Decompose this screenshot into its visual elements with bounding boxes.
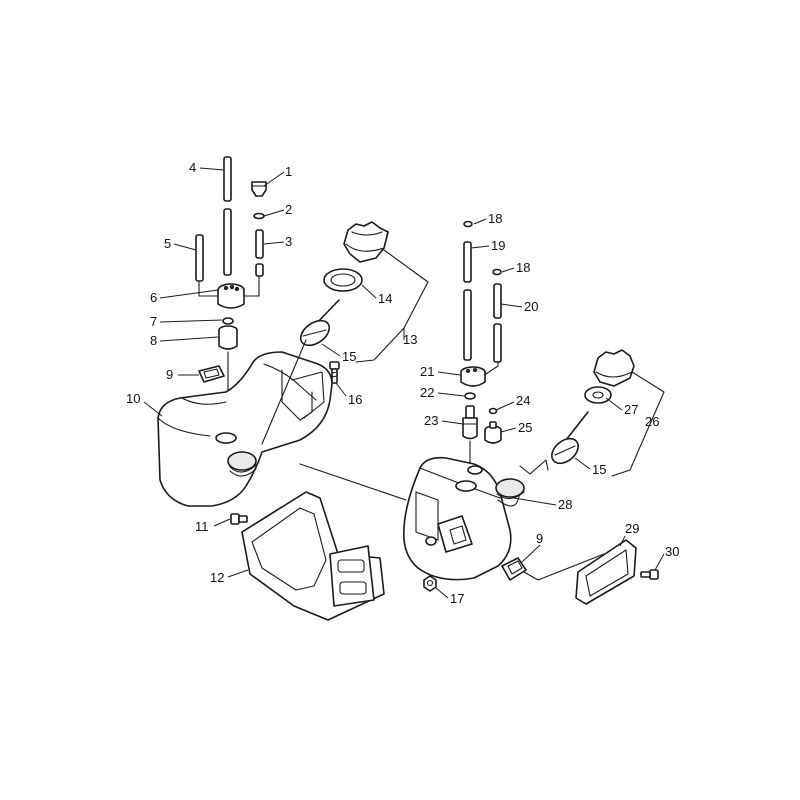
- callout-27: 27: [624, 402, 638, 417]
- part-1-plug: [251, 181, 267, 197]
- callout-17: 17: [450, 591, 464, 606]
- part-25-fitting: [484, 421, 502, 444]
- part-18-cap-second: [492, 268, 502, 276]
- callout-5: 5: [164, 236, 171, 251]
- part-11-screw: [230, 513, 248, 525]
- callout-30: 30: [665, 544, 679, 559]
- callout-22: 22: [420, 385, 434, 400]
- callout-11: 11: [195, 519, 209, 534]
- callout-25: 25: [518, 420, 532, 435]
- part-28-filler-neck: [495, 478, 525, 500]
- part-10-fuel-tank-left: [157, 351, 333, 507]
- callout-3: 3: [285, 234, 292, 249]
- part-26-fuel-cap: [593, 349, 635, 387]
- part-10-filler-neck: [227, 451, 257, 477]
- part-21-grommet: [460, 366, 486, 387]
- part-5-pipe: [195, 234, 204, 282]
- callout-8: 8: [150, 333, 157, 348]
- part-13-fuel-cap: [343, 221, 389, 263]
- callout-18-second: 18: [516, 260, 530, 275]
- part-2-o-ring: [253, 212, 265, 220]
- callout-10: 10: [126, 391, 140, 406]
- part-3-short-pipe: [255, 229, 264, 277]
- part-15-strainer-left: [261, 299, 340, 445]
- part-22-ring: [464, 392, 476, 400]
- callout-15-left: 15: [342, 349, 356, 364]
- part-9-pad-left: [198, 365, 225, 383]
- callout-29: 29: [625, 521, 639, 536]
- callout-1: 1: [285, 164, 292, 179]
- callout-21: 21: [420, 364, 434, 379]
- callout-26: 26: [645, 414, 659, 429]
- callout-13: 13: [403, 332, 417, 347]
- part-15-strainer-right: [551, 411, 589, 465]
- part-7-ring: [222, 317, 234, 325]
- callout-20: 20: [524, 299, 538, 314]
- part-27-gasket: [584, 386, 612, 404]
- part-9-pad-right: [501, 557, 527, 581]
- callout-12: 12: [210, 570, 224, 585]
- callout-16: 16: [348, 392, 362, 407]
- part-6-grommet: [217, 283, 245, 309]
- part-24-ring: [488, 407, 498, 415]
- part-18-cap-top: [463, 220, 473, 228]
- callout-9-right: 9: [536, 531, 543, 546]
- callout-15-right: 15: [592, 462, 606, 477]
- part-23-valve: [462, 405, 478, 440]
- part-20-pipe: [493, 283, 502, 363]
- callout-24: 24: [516, 393, 530, 408]
- part-30-bolt: [640, 569, 659, 580]
- part-28-fuel-tank-right: [403, 456, 523, 581]
- part-8-filter: [218, 325, 238, 350]
- callout-9-left: 9: [166, 367, 173, 382]
- callout-4: 4: [189, 160, 196, 175]
- callout-7: 7: [150, 314, 157, 329]
- part-19-long-pipe: [463, 241, 472, 361]
- part-16-bolt: [329, 361, 340, 384]
- callout-6: 6: [150, 290, 157, 305]
- part-17-nut: [423, 575, 437, 592]
- callout-2: 2: [285, 202, 292, 217]
- part-4-long-pipe: [223, 156, 232, 276]
- callout-28: 28: [558, 497, 572, 512]
- part-14-gasket: [323, 268, 363, 292]
- part-29-plate: [575, 539, 637, 605]
- callout-19: 19: [491, 238, 505, 253]
- part-12-tank-bracket: [241, 491, 385, 621]
- callout-23: 23: [424, 413, 438, 428]
- callout-18-top: 18: [488, 211, 502, 226]
- callout-14: 14: [378, 291, 392, 306]
